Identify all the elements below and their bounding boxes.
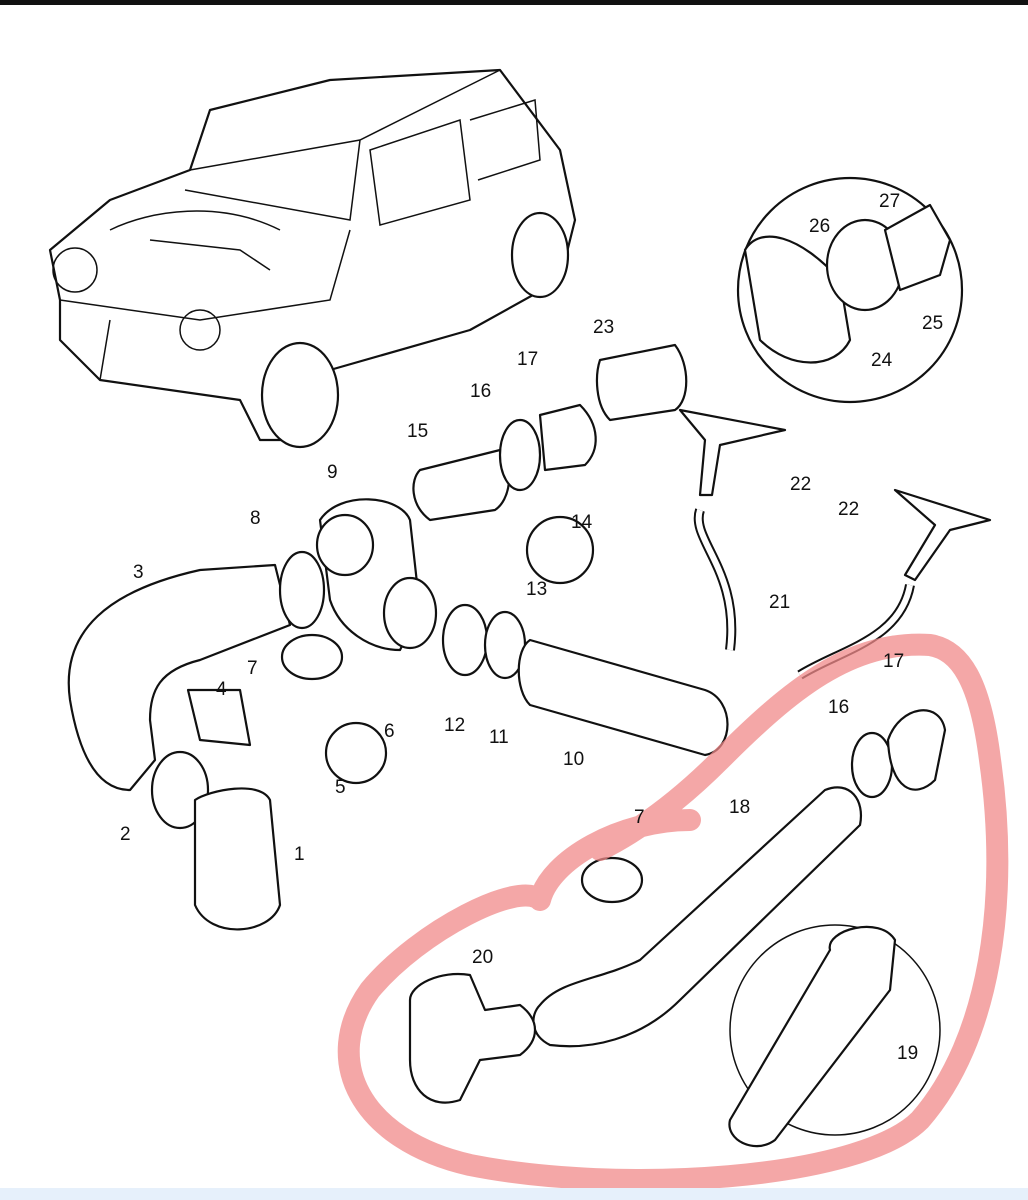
top-bar [0,0,1028,5]
callout-10: 10 [563,749,584,770]
highlight-circle [337,633,1009,1191]
callout-23: 23 [593,317,614,338]
callout-26: 26 [809,216,830,237]
callout-3: 3 [133,562,144,583]
left-duct-assembly [67,176,992,931]
callout-16: 16 [470,381,491,402]
highlighted-duct-assembly [408,709,947,1148]
callout-8: 8 [250,508,261,529]
callout-13: 13 [526,579,547,600]
callout-11: 11 [489,727,509,748]
callout-6: 6 [384,721,395,742]
callout-20: 20 [472,947,493,968]
callout-22a: 22 [790,474,811,495]
callout-17b: 17 [883,651,904,672]
callout-4: 4 [216,679,227,700]
callout-14: 14 [571,512,593,533]
callout-21: 21 [769,592,790,613]
callout-9: 9 [327,462,338,483]
car-illustration [48,68,577,449]
callout-1: 1 [294,844,305,865]
callout-labels: 1 2 3 4 5 6 7 8 9 10 11 12 13 14 15 16 1… [120,191,943,1064]
callout-27: 27 [879,191,900,212]
callout-12: 12 [444,715,465,736]
callout-22b: 22 [838,499,859,520]
callout-5: 5 [335,777,346,798]
callout-24: 24 [871,350,893,371]
callout-7b: 7 [634,807,645,828]
bottom-bar [0,1188,1028,1200]
callout-2: 2 [120,824,131,845]
callout-18: 18 [729,797,750,818]
callout-7: 7 [247,658,258,679]
callout-19: 19 [897,1043,918,1064]
callout-15: 15 [407,421,428,442]
callout-17: 17 [517,349,538,370]
callout-16b: 16 [828,697,849,718]
callout-25: 25 [922,313,943,334]
